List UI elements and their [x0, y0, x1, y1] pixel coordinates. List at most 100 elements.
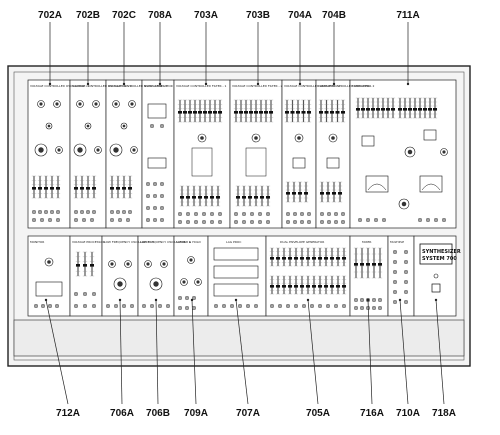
jack-hole — [154, 183, 156, 185]
jack-hole — [328, 221, 330, 223]
slider-knob — [378, 263, 382, 266]
jack-hole — [394, 261, 396, 263]
slider-knob — [306, 285, 310, 288]
slider-knob — [242, 196, 246, 199]
jack-hole — [129, 211, 131, 213]
monitor-panel — [35, 281, 63, 297]
jack-hole — [33, 211, 35, 213]
jack-hole — [143, 305, 145, 307]
slider-knob — [122, 187, 126, 190]
slider-knob — [254, 196, 258, 199]
slider-knob — [342, 285, 346, 288]
slider-knob — [413, 108, 417, 111]
jack-hole — [127, 219, 129, 221]
slider-knob — [324, 111, 329, 114]
jack-hole — [359, 219, 361, 221]
knob-cap — [38, 147, 44, 153]
slider-knob — [324, 285, 328, 288]
slider-knob — [204, 196, 208, 199]
jack-hole — [154, 195, 156, 197]
jack-hole — [49, 305, 51, 307]
jack-hole — [161, 207, 163, 209]
knob-cap — [254, 136, 258, 140]
slider-knob — [320, 192, 324, 195]
phase-switch — [423, 129, 437, 141]
callout-label: 702A — [38, 10, 62, 21]
slider-knob — [76, 264, 80, 267]
jack-hole — [75, 219, 77, 221]
jack-hole — [419, 219, 421, 221]
slider-knob — [282, 285, 286, 288]
jack-hole — [373, 299, 375, 301]
callout-label: 716A — [360, 408, 384, 419]
jack-hole — [243, 213, 245, 215]
slider-knob — [270, 285, 274, 288]
filter-section-box — [245, 147, 267, 177]
knob-cap — [401, 201, 407, 207]
knob-cap — [47, 124, 51, 128]
jack-hole — [287, 213, 289, 215]
jack-hole — [203, 221, 205, 223]
jack-hole — [195, 221, 197, 223]
jack-hole — [117, 211, 119, 213]
leader-line — [191, 299, 197, 405]
upper-module-titles: VOLTAGE CONTROLLED OSCILLATOR - 1 VOLTAG… — [30, 84, 374, 88]
slider-knob — [193, 111, 197, 114]
slider-knob — [371, 108, 375, 111]
power-switch — [431, 283, 441, 293]
knob-cap — [47, 260, 51, 264]
jack-hole — [161, 183, 163, 185]
slider-knob — [288, 257, 292, 260]
jack-hole — [56, 305, 58, 307]
jack-hole — [215, 305, 217, 307]
callout-label: 702C — [112, 10, 136, 21]
callout-label: 703B — [246, 10, 270, 21]
leader-dot — [234, 298, 238, 302]
brand-plate — [419, 243, 453, 265]
callout-label: 718A — [432, 408, 456, 419]
jack-hole — [247, 305, 249, 307]
module-title: VOLTAGE CONTROLLED OSCILLATOR - 1 — [30, 84, 90, 88]
slider-knob — [428, 108, 432, 111]
module-title: VOLTAGE CONTROLLED OSCILLATOR - 3 — [108, 84, 168, 88]
jack-hole — [147, 219, 149, 221]
slider-knob — [183, 111, 187, 114]
jack-hole — [267, 213, 269, 215]
slider-knob — [366, 108, 370, 111]
jack-hole — [405, 251, 407, 253]
jack-hole — [301, 221, 303, 223]
leader-dot — [332, 82, 336, 86]
knob-cap — [189, 258, 193, 262]
module-title: VOLTAGE CONTROLLED AMPLIFIER - 1 — [284, 84, 340, 88]
slider-knob — [56, 187, 60, 190]
jack-hole — [243, 221, 245, 223]
slider-knob — [356, 108, 360, 111]
leader-dot — [122, 82, 126, 86]
slider-knob — [83, 264, 87, 267]
module-title: LAG PROC — [226, 240, 241, 244]
jack-hole — [75, 293, 77, 295]
jack-hole — [405, 291, 407, 293]
slider-knob — [330, 111, 334, 114]
jack-hole — [259, 221, 261, 223]
jack-hole — [394, 251, 396, 253]
slider-knob — [307, 111, 311, 114]
vca-switch — [292, 157, 306, 169]
slider-knob — [418, 108, 422, 111]
jack-hole — [373, 307, 375, 309]
jack-hole — [443, 219, 445, 221]
jack-hole — [219, 221, 221, 223]
slider-knob — [330, 257, 334, 260]
slider-knob — [332, 192, 336, 195]
module-704a — [281, 79, 317, 229]
slider-knob — [366, 263, 370, 266]
jack-hole — [35, 305, 37, 307]
jack-hole — [161, 195, 163, 197]
leader-dot — [256, 82, 260, 86]
slider-knob — [244, 111, 248, 114]
module-title: LOW FREQUENCY OSCILLATOR - 2 — [140, 240, 191, 244]
jack-hole — [111, 219, 113, 221]
slider-knob — [330, 285, 334, 288]
jack-hole — [147, 195, 149, 197]
jack-hole — [161, 125, 163, 127]
